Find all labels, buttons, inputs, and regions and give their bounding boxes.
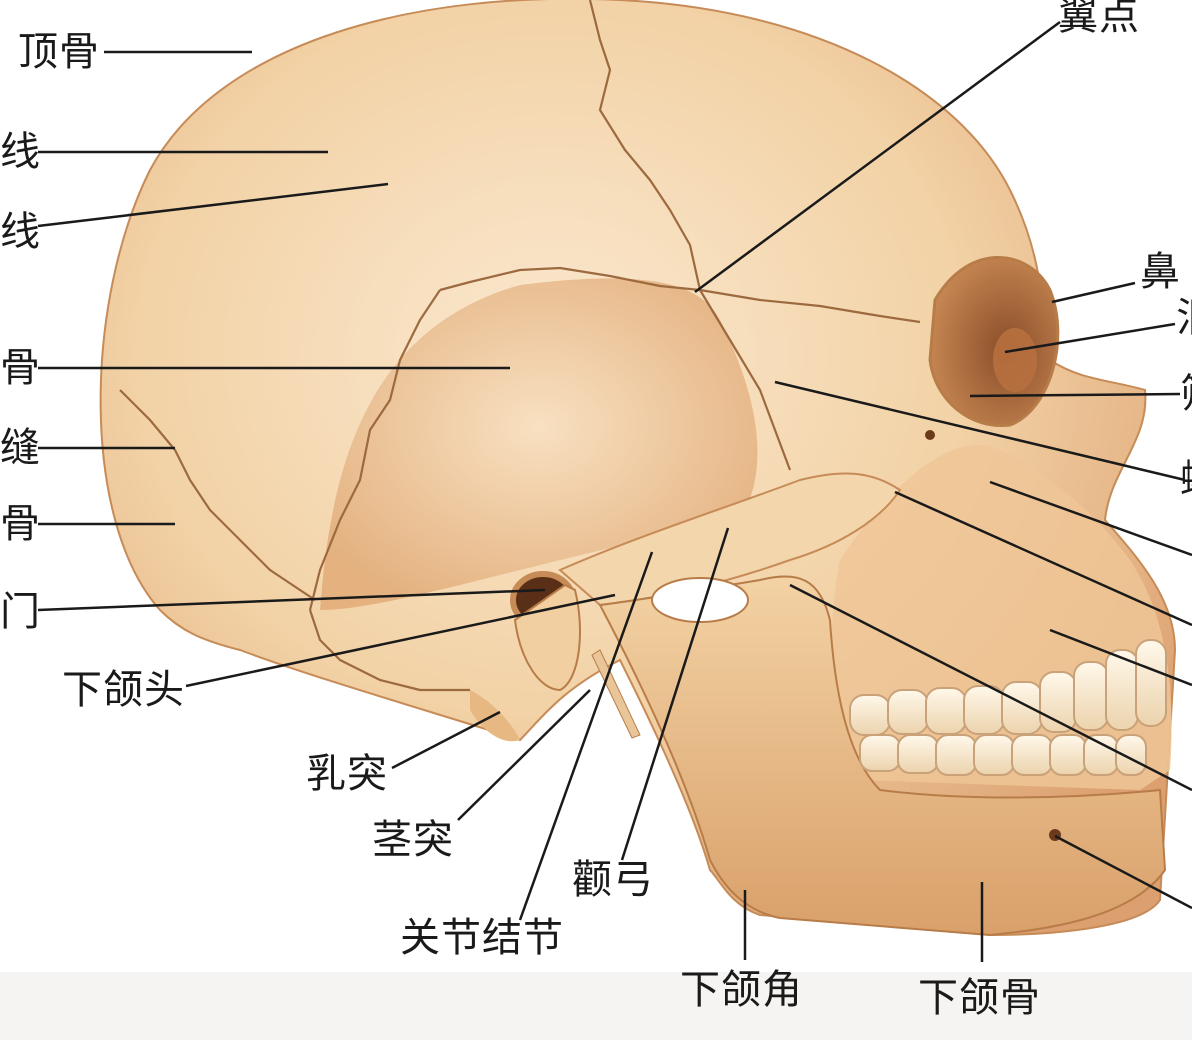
label-mandible: 下颌骨 (918, 975, 1041, 1021)
leader-lines (37, 20, 1192, 962)
label-right-partial-1: 泪 (1176, 296, 1192, 340)
label-suture: 缝 (0, 425, 41, 471)
teeth (849, 639, 1167, 776)
label-styloid: 茎突 (372, 817, 454, 863)
condyle (513, 583, 581, 692)
lacrimal-area (993, 328, 1037, 392)
label-line-2: 线 (0, 209, 41, 255)
label-bone-left: 骨 (0, 345, 41, 391)
label-mandible-angle: 下颌角 (680, 967, 803, 1013)
label-parietal: 顶骨 (18, 29, 100, 75)
bottom-band (0, 972, 1192, 1040)
label-bone-left-2: 骨 (0, 501, 41, 547)
label-mandible-head: 下颌头 (62, 667, 185, 713)
orbit (928, 256, 1060, 428)
styloid-process (591, 649, 641, 739)
sutures (119, 0, 921, 692)
label-articular-tubercle: 关节结节 (400, 915, 564, 961)
label-right-partial-2: 筛 (1180, 372, 1192, 416)
label-mastoid: 乳突 (306, 751, 388, 797)
zygomatic-foramen (925, 430, 935, 440)
label-door: 门 (0, 589, 41, 635)
label-nasal: 鼻 (1140, 249, 1181, 295)
label-line-1: 线 (0, 129, 41, 175)
temporal-bone (320, 278, 758, 610)
mandible (598, 575, 1167, 937)
mandibular-notch (651, 577, 749, 623)
label-pterion: 翼点 (1058, 0, 1140, 39)
label-zygomatic-arch: 颧弓 (572, 857, 654, 903)
label-right-partial-3: 蝶 (1180, 458, 1192, 502)
